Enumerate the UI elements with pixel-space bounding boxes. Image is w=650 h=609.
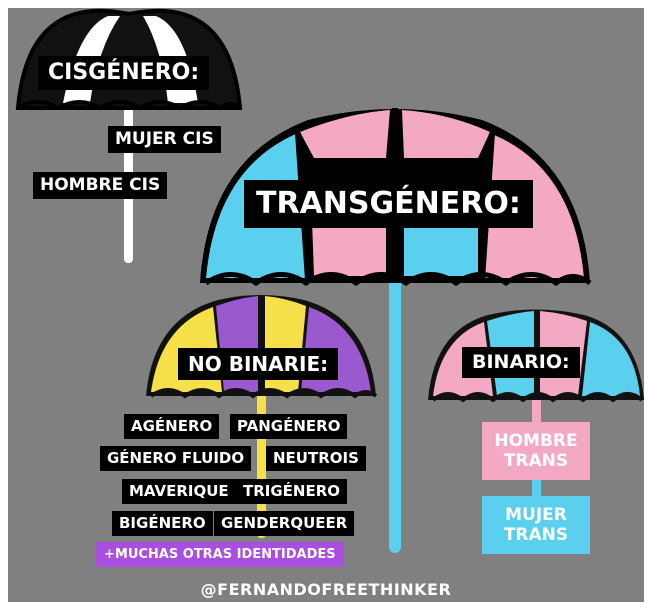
binario-umbrella-panel [582,322,640,396]
transgenero-umbrella-panel [402,110,490,158]
author-credit: @FERNANDOFREETHINKER [200,580,452,599]
transgenero-umbrella-shaft [389,278,401,553]
transgenero-umbrella-edge [204,272,592,287]
no-binarie-identity-label: NEUTROIS [266,446,366,471]
cisgenero-umbrella-edge [16,100,242,111]
binario-identity-label: MUJER TRANS [482,496,590,554]
no-binarie-identity-label: GENDERQUEER [214,511,355,536]
infographic-canvas: CISGÉNERO: MUJER CIS HOMBRE CIS TRANSGÉN… [8,8,644,602]
transgenero-title: TRANSGÉNERO: [244,180,533,228]
binario-title: BINARIO: [462,347,580,378]
transgenero-umbrella-panel [312,220,386,276]
cisgenero-umbrella-shaft [124,78,133,263]
no-binarie-identity-label: MAVERIQUE [122,479,236,504]
binario-identity-line: TRANS [503,451,569,471]
cis-identity-label: HOMBRE CIS [33,172,168,199]
no-binarie-more-label: +MUCHAS OTRAS IDENTIDADES [96,542,344,567]
no-binarie-identity-label: AGÉNERO [124,414,220,439]
transgenero-umbrella-panel [300,110,390,158]
transgenero-umbrella-panel [404,220,478,276]
no-binarie-umbrella-edge [149,388,378,399]
transgenero-umbrella-panel [482,134,584,278]
cis-identity-label: MUJER CIS [108,126,221,153]
binario-identity-line: MUJER [505,504,567,525]
no-binarie-identity-label: TRIGÉNERO [236,479,348,504]
binario-identity-line: HOMBRE [494,430,578,451]
no-binarie-title: NO BINARIE: [178,348,339,380]
no-binarie-identity-label: BIGÉNERO [112,511,213,536]
binario-umbrella-shaft [532,480,541,496]
no-binarie-identity-label: PANGÉNERO [230,414,348,439]
binario-identity-label: HOMBRE TRANS [482,422,590,480]
no-binarie-identity-label: GÉNERO FLUIDO [100,446,252,471]
binario-umbrella-edge [431,392,644,403]
cisgenero-title: CISGÉNERO: [38,56,210,90]
binario-identity-line: TRANS [503,525,569,545]
binario-umbrella-shaft [532,396,541,426]
